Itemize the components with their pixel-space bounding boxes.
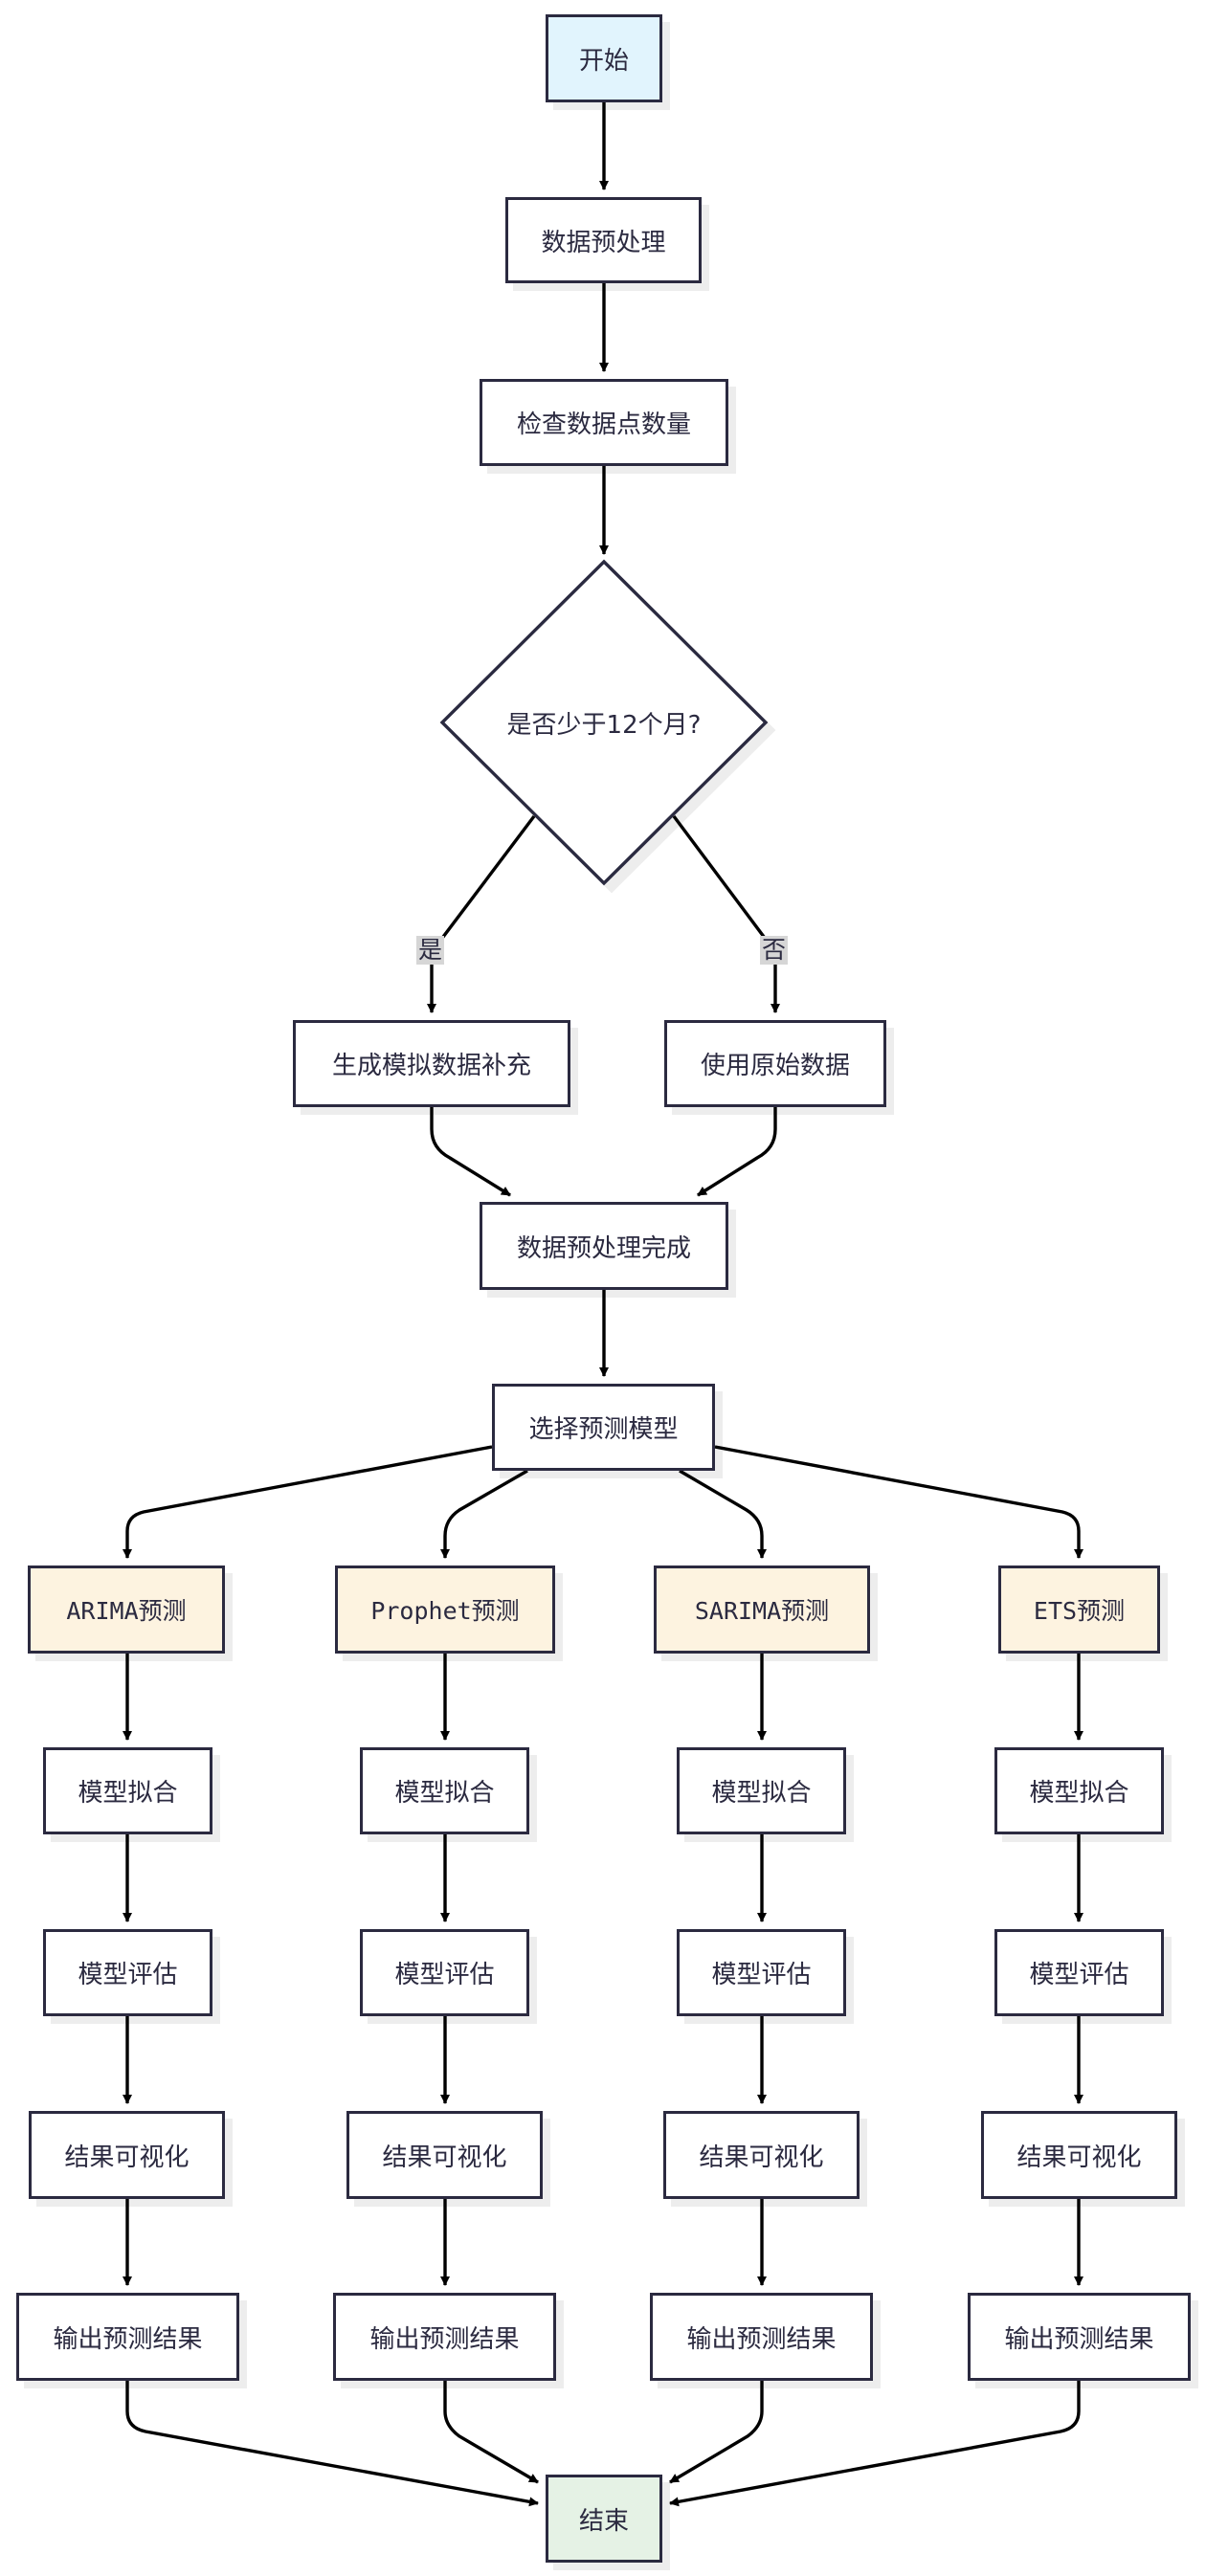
generate-simulated-data-node: 生成模拟数据补充 (293, 1020, 570, 1107)
edge-label-no: 否 (760, 936, 789, 965)
edge-output-sarima-end (669, 2381, 764, 2484)
select-model-node: 选择预测模型 (492, 1384, 715, 1471)
sarima-visualize-node: 结果可视化 (663, 2111, 860, 2199)
arima-fit-node: 模型拟合 (43, 1747, 212, 1834)
ets-visualize-node: 结果可视化 (981, 2111, 1177, 2199)
edge-decision-no (672, 814, 780, 1013)
preprocess-node: 数据预处理 (505, 197, 702, 283)
edge-select-prophet (440, 1469, 528, 1559)
ets-output-node: 输出预测结果 (968, 2293, 1191, 2381)
prophet-eval-node: 模型评估 (360, 1929, 529, 2016)
start-node: 开始 (546, 14, 662, 102)
ets-eval-node: 模型评估 (994, 1929, 1164, 2016)
edge-select-arima (123, 1445, 493, 1559)
model-sarima-node: SARIMA预测 (654, 1566, 870, 1654)
prophet-output-node: 输出预测结果 (333, 2293, 556, 2381)
decision-label: 是否少于12个月? (506, 710, 702, 740)
ets-fit-node: 模型拟合 (994, 1747, 1164, 1834)
prophet-visualize-node: 结果可视化 (346, 2111, 543, 2199)
edge-decision-yes (427, 814, 536, 1013)
model-prophet-node: Prophet预测 (335, 1566, 555, 1654)
prophet-fit-node: 模型拟合 (360, 1747, 529, 1834)
decision-diamond (439, 559, 769, 886)
edge-output-ets-end (669, 2381, 1081, 2507)
arima-output-node: 输出预测结果 (16, 2293, 239, 2381)
arima-eval-node: 模型评估 (43, 1929, 212, 2016)
sarima-eval-node: 模型评估 (677, 1929, 846, 2016)
sarima-fit-node: 模型拟合 (677, 1747, 846, 1834)
arima-visualize-node: 结果可视化 (29, 2111, 225, 2199)
preprocess-done-node: 数据预处理完成 (480, 1202, 728, 1290)
edge-output-arima-end (125, 2381, 539, 2507)
edge-yes-done (430, 1107, 511, 1197)
edge-select-ets (714, 1445, 1083, 1559)
edge-output-prophet-end (443, 2381, 539, 2484)
use-original-data-node: 使用原始数据 (664, 1020, 886, 1107)
sarima-output-node: 输出预测结果 (650, 2293, 873, 2381)
end-node: 结束 (546, 2475, 662, 2563)
edge-no-done (697, 1107, 777, 1197)
model-ets-node: ETS预测 (998, 1566, 1160, 1654)
model-arima-node: ARIMA预测 (28, 1566, 225, 1654)
check-node: 检查数据点数量 (480, 379, 728, 466)
edge-select-sarima (679, 1469, 767, 1559)
edge-label-yes: 是 (416, 936, 445, 965)
